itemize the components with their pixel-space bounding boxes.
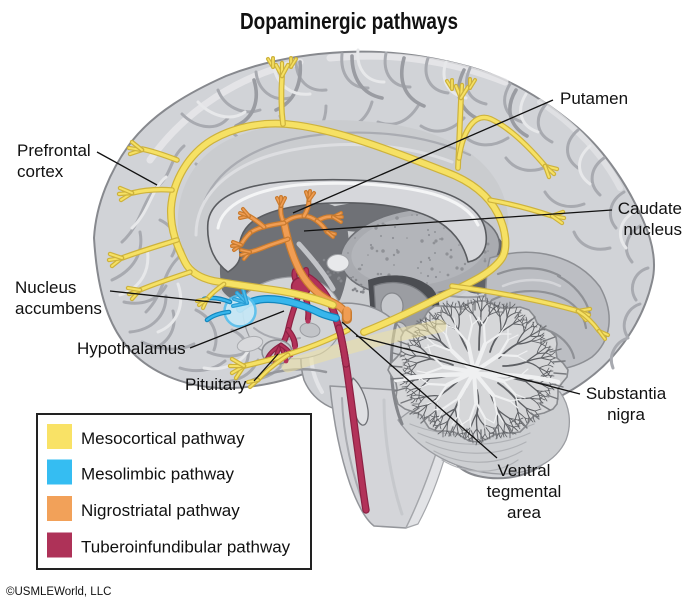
svg-text:tegmental: tegmental (487, 482, 562, 501)
svg-text:Hypothalamus: Hypothalamus (77, 339, 186, 358)
svg-text:Pituitary: Pituitary (185, 375, 247, 394)
svg-text:Ventral: Ventral (498, 461, 551, 480)
svg-text:Prefrontal: Prefrontal (17, 141, 91, 160)
svg-text:cortex: cortex (17, 162, 64, 181)
svg-text:area: area (507, 503, 542, 522)
svg-text:©USMLEWorld, LLC: ©USMLEWorld, LLC (6, 586, 111, 598)
svg-text:nucleus: nucleus (623, 220, 682, 239)
svg-text:Substantia: Substantia (586, 384, 667, 403)
svg-text:Nucleus: Nucleus (15, 278, 76, 297)
svg-text:Tuberoinfundibular pathway: Tuberoinfundibular pathway (81, 538, 291, 557)
svg-text:Caudate: Caudate (618, 199, 682, 218)
svg-text:Dopaminergic pathways: Dopaminergic pathways (240, 8, 458, 34)
svg-text:Mesolimbic pathway: Mesolimbic pathway (81, 465, 235, 484)
svg-text:Mesocortical pathway: Mesocortical pathway (81, 429, 245, 448)
svg-text:accumbens: accumbens (15, 299, 102, 318)
svg-text:nigra: nigra (607, 405, 645, 424)
svg-text:Nigrostriatal pathway: Nigrostriatal pathway (81, 501, 240, 520)
svg-text:Putamen: Putamen (560, 89, 628, 108)
